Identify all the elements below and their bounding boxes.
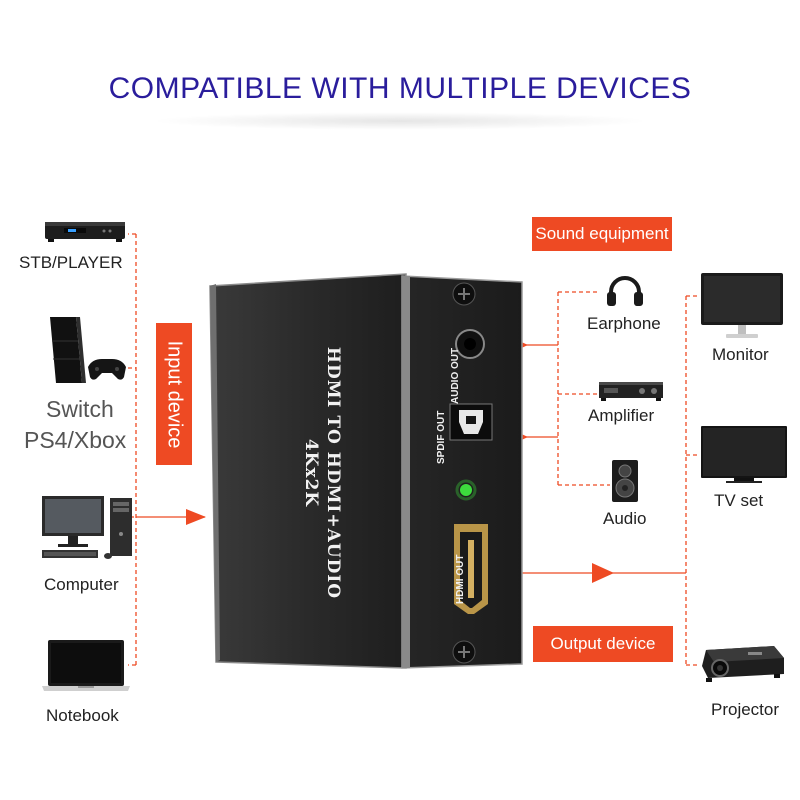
- hdmi-extractor-device: [209, 273, 523, 669]
- device-label: HDMI TO HDMI+AUDIO 4Kx2K: [301, 322, 343, 622]
- amplifier-icon: [599, 382, 663, 401]
- projector-label: Projector: [711, 700, 780, 719]
- computer-label: Computer: [44, 575, 119, 594]
- tv-label: TV set: [714, 491, 764, 510]
- audio-label: Audio: [603, 509, 647, 528]
- title-shadow: [150, 112, 650, 130]
- input-device-tag-text: Input device: [163, 340, 186, 448]
- monitor-icon: [701, 273, 783, 338]
- tv-icon: [701, 426, 787, 483]
- hdmi-out-label: HDMI OUT: [455, 554, 466, 604]
- headphones-icon: [607, 276, 643, 306]
- amplifier-label: Amplifier: [588, 406, 655, 425]
- earphone-label: Earphone: [587, 314, 661, 333]
- monitor-label: Monitor: [712, 345, 769, 364]
- sound-equipment-tag: Sound equipment: [532, 217, 672, 251]
- device-label-line1: HDMI TO HDMI+AUDIO: [323, 346, 343, 600]
- notebook-label: Notebook: [46, 706, 119, 725]
- hdmi-arrow-head: [592, 563, 614, 583]
- stb-player-label: STB/PLAYER: [19, 253, 123, 272]
- desktop-computer-icon: [42, 496, 132, 559]
- game-console-icon: [50, 317, 126, 383]
- stb-player-icon: [45, 222, 125, 242]
- speaker-icon: [612, 460, 638, 502]
- input-device-tag: Input device: [156, 323, 192, 465]
- device-label-line2: 4Kx2K: [301, 438, 321, 508]
- spdif-out-label: SPDIF OUT: [436, 410, 447, 464]
- console-label: PS4/Xbox: [24, 427, 127, 453]
- audio-out-label: AUDIO OUT: [450, 347, 461, 404]
- switch-label: Switch: [46, 396, 114, 422]
- page-title: COMPATIBLE WITH MULTIPLE DEVICES: [108, 72, 692, 105]
- input-arrow-head: [186, 509, 206, 525]
- projector-icon: [702, 646, 784, 682]
- notebook-icon: [42, 640, 130, 691]
- output-device-tag: Output device: [533, 626, 673, 662]
